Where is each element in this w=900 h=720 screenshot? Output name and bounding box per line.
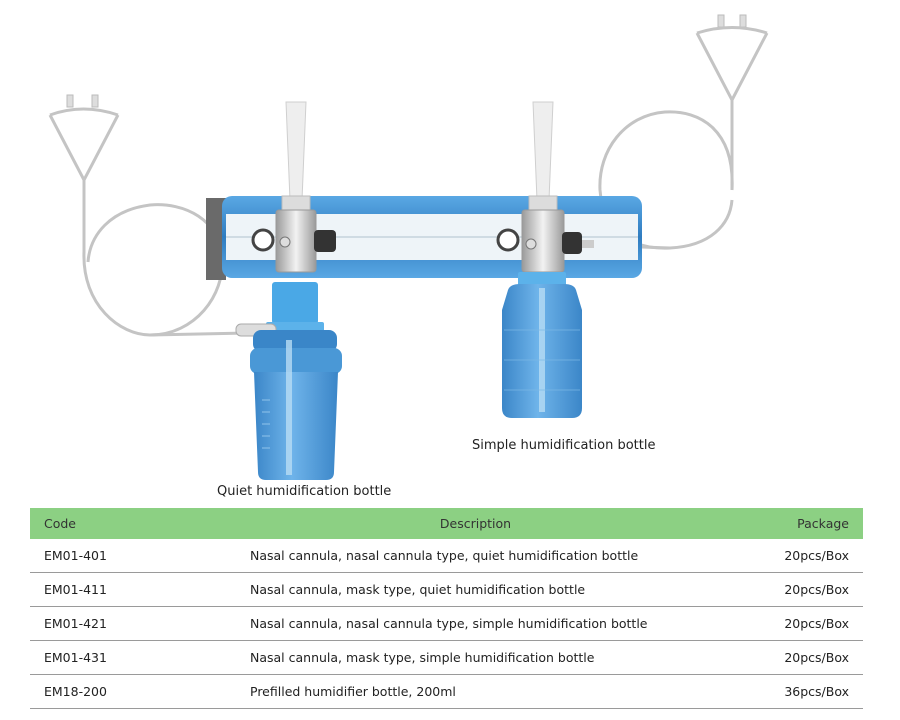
quiet-humidification-bottle: [235, 282, 342, 480]
row-code: EM01-421: [30, 606, 236, 641]
table-row: EM01-411 Nasal cannula, mask type, quiet…: [30, 572, 863, 607]
table-row: EM01-431 Nasal cannula, mask type, simpl…: [30, 640, 863, 675]
table-row: EM01-401 Nasal cannula, nasal cannula ty…: [30, 539, 863, 573]
row-package: 20pcs/Box: [715, 572, 863, 607]
row-description: Nasal cannula, nasal cannula type, quiet…: [236, 539, 715, 573]
left-flowmeter: [251, 101, 336, 273]
row-code: EM01-411: [30, 572, 236, 607]
product-illustration: [48, 14, 769, 480]
quiet-bottle-caption: Quiet humidification bottle: [217, 484, 392, 499]
row-description: Prefilled humidifier bottle, 200ml: [236, 674, 715, 709]
header-code: Code: [30, 508, 236, 539]
header-description: Description: [236, 508, 715, 539]
row-description: Nasal cannula, nasal cannula type, simpl…: [236, 606, 715, 641]
row-package: 20pcs/Box: [715, 539, 863, 573]
simple-bottle-caption: Simple humidification bottle: [472, 438, 656, 453]
table-row: EM18-200 Prefilled humidifier bottle, 20…: [30, 674, 863, 709]
row-code: EM01-401: [30, 539, 236, 573]
simple-humidification-bottle: [502, 272, 582, 418]
product-table: Code Description Package EM01-401 Nasal …: [30, 508, 863, 709]
row-code: EM01-431: [30, 640, 236, 675]
row-package: 36pcs/Box: [715, 674, 863, 709]
row-description: Nasal cannula, mask type, simple humidif…: [236, 640, 715, 675]
table-header-row: Code Description Package: [30, 508, 863, 539]
row-code: EM18-200: [30, 674, 236, 709]
table-row: EM01-421 Nasal cannula, nasal cannula ty…: [30, 606, 863, 641]
row-package: 20pcs/Box: [715, 606, 863, 641]
right-flowmeter: [496, 101, 594, 273]
row-package: 20pcs/Box: [715, 640, 863, 675]
header-package: Package: [715, 508, 863, 539]
row-description: Nasal cannula, mask type, quiet humidifi…: [236, 572, 715, 607]
